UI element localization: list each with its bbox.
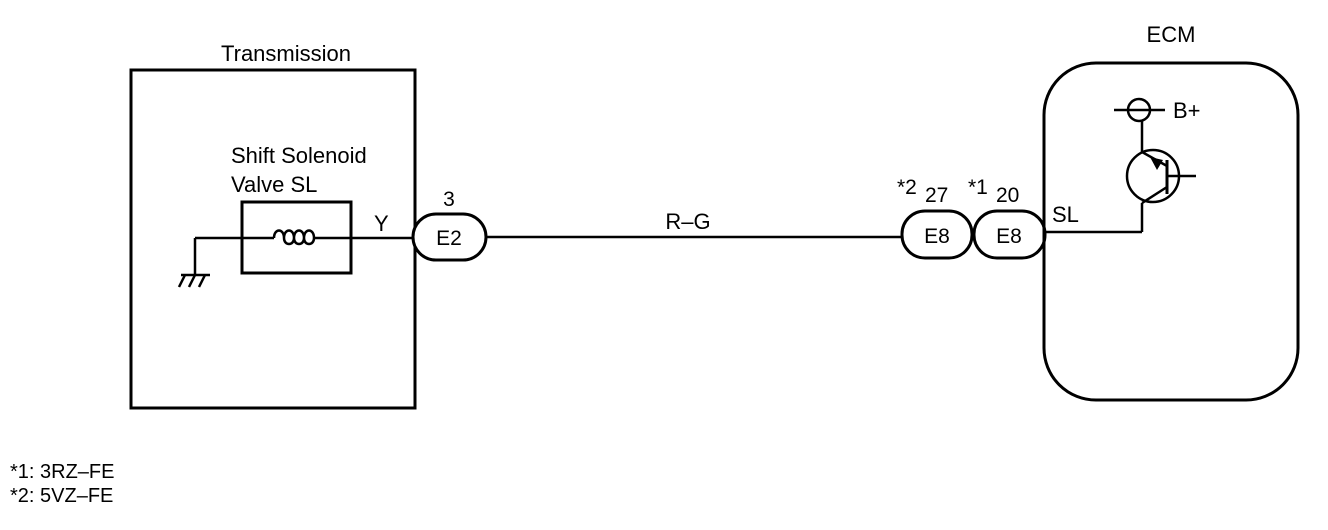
connector-e2: 3 E2 [411,188,488,262]
connector-e8-a-note: *2 [897,176,917,199]
ecm-box [1042,61,1300,402]
connector-e8-a-label: E8 [924,225,950,248]
transmission-title: Transmission [221,41,351,66]
connector-e8-b-pin: 20 [996,184,1019,207]
footnotes: *1: 3RZ–FE *2: 5VZ–FE [10,461,114,507]
ecm-block: ECM SL B+ [1042,22,1300,402]
connector-e2-label: E2 [436,227,462,250]
wire-r-g-label: R–G [665,209,710,234]
transistor-icon [1125,148,1196,205]
connector-e2-pin: 3 [443,188,455,211]
b-plus-label: B+ [1173,98,1201,123]
transmission-block: Transmission Shift Solenoid Valve SL Y [129,41,417,410]
connector-e8-b: *1 20 E8 [968,176,1047,260]
solenoid-label-line2: Valve SL [231,172,317,197]
ground-icon [177,236,242,288]
solenoid-coil-icon [242,229,351,246]
connector-e8-a: *2 27 E8 [897,176,974,260]
connector-e8-b-note: *1 [968,176,988,199]
solenoid-label-line1: Shift Solenoid [231,143,367,168]
footnote-1: *1: 3RZ–FE [10,461,114,483]
ecm-title: ECM [1147,22,1196,47]
connector-e8-a-shape [900,209,974,260]
b-plus-supply-icon [1114,97,1165,152]
connector-e8-a-pin: 27 [925,184,948,207]
wire-y-label: Y [374,211,389,236]
connector-e8-b-label: E8 [996,225,1022,248]
ecm-terminal-label: SL [1052,202,1079,227]
footnote-2: *2: 5VZ–FE [10,485,113,507]
